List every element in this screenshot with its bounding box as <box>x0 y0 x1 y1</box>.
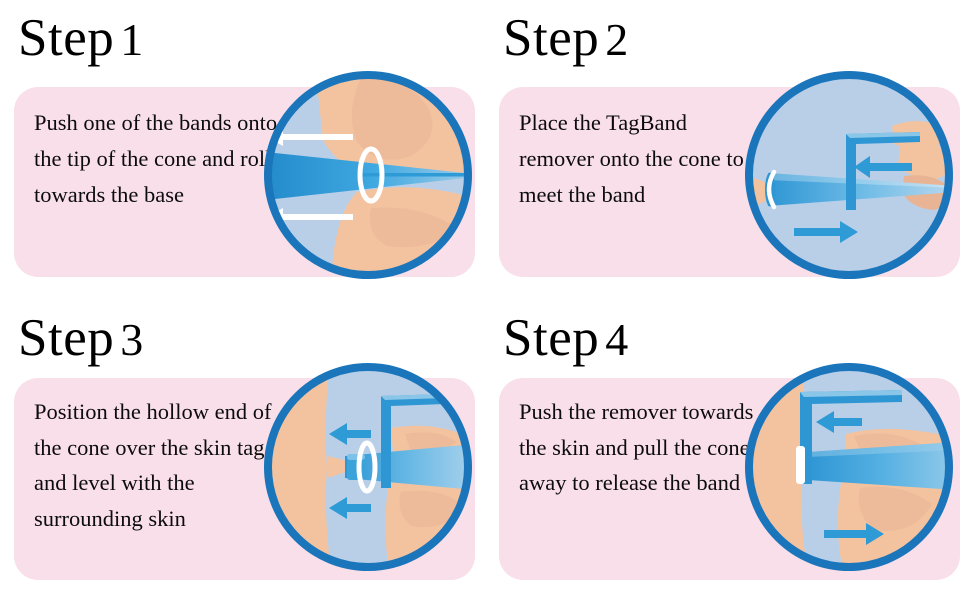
step-title-word-2: Step <box>503 9 600 67</box>
step-body-2: Place the TagBand remover onto the cone … <box>519 110 744 207</box>
step-title-word-3: Step <box>18 309 115 367</box>
step-title-number-2: 2 <box>605 14 629 65</box>
step-body-4: Push the remover towards the skin and pu… <box>519 399 754 495</box>
step-body-1: Push one of the bands onto the tip of th… <box>34 110 278 207</box>
step-title-word-1: Step <box>18 9 115 67</box>
step-body-3: Position the hollow end of the cone over… <box>34 399 272 531</box>
step-panel-3: Position the hollow end of the cone over… <box>14 378 475 580</box>
step-title-number-3: 3 <box>120 314 144 365</box>
step-title-number-1: 1 <box>120 14 144 65</box>
step-title-number-4: 4 <box>605 314 629 365</box>
step-title-word-4: Step <box>503 309 600 367</box>
step-illustration-1 <box>261 68 475 282</box>
step-illustration-4 <box>742 360 956 574</box>
step-illustration-3 <box>261 360 475 574</box>
step-illustration-2 <box>742 68 956 282</box>
